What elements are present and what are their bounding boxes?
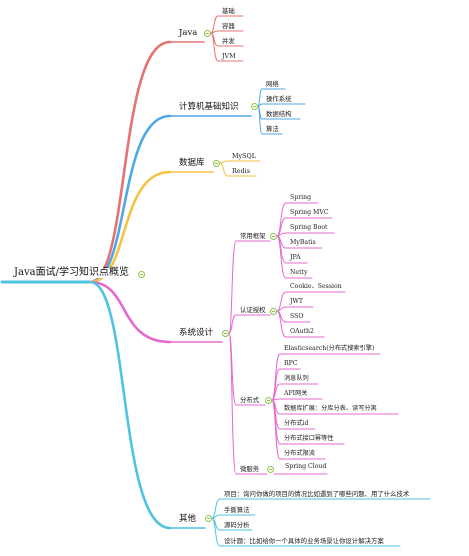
subbranch-auth[interactable]: 认证授权 (240, 306, 266, 314)
collapse-toggle-icon[interactable] (265, 397, 272, 404)
other-item[interactable]: 手撕算法 (224, 506, 250, 514)
trunk-db (88, 170, 172, 284)
collapse-toggle-icon[interactable] (270, 233, 277, 240)
other-item-link (211, 517, 221, 547)
java-item[interactable]: 基础 (222, 7, 235, 15)
other-item[interactable]: 设计题：比如给你一个具体的业务场景让你设计解决方案 (224, 537, 384, 545)
other-item[interactable]: 源码分析 (224, 521, 250, 529)
auth-link (276, 310, 287, 338)
java-item[interactable]: JVM (222, 52, 236, 60)
trunk-other (88, 280, 172, 530)
subbranch-distributed[interactable]: 分布式 (240, 396, 260, 404)
micro-item[interactable]: Spring Cloud (285, 463, 327, 470)
auth-item[interactable]: JWT (290, 298, 303, 305)
trunk-system (88, 280, 172, 344)
auth-item[interactable]: Cookie、Session (290, 283, 342, 290)
db-item[interactable]: Redis (232, 167, 251, 175)
distributed-item[interactable]: 数据库扩展：分库分表、读写分离 (284, 405, 377, 412)
framework-link (276, 235, 287, 279)
other-item[interactable]: 项目：询问你做的项目的情况比如遇到了哪些问题、用了什么技术 (224, 490, 410, 498)
collapse-toggle-icon[interactable] (138, 271, 145, 278)
branch-system-design[interactable]: 系统设计 (179, 328, 214, 338)
cs-item[interactable]: 数据结构 (266, 110, 292, 118)
distributed-item[interactable]: 分布式id (284, 420, 309, 427)
branch-java[interactable]: Java (179, 28, 198, 38)
framework-link (276, 202, 287, 237)
auth-item[interactable]: SSO (290, 313, 304, 320)
distributed-item[interactable]: Elasticsearch(分布式搜索引擎) (284, 345, 375, 352)
framework-item[interactable]: MyBatis (290, 239, 316, 246)
branch-database[interactable]: 数据库 (179, 158, 205, 168)
auth-item[interactable]: OAuth2 (290, 328, 314, 335)
cs-item[interactable]: 网络 (266, 80, 279, 88)
collapse-toggle-icon[interactable] (267, 466, 274, 473)
collapse-toggle-icon[interactable] (222, 330, 229, 337)
distributed-link (271, 399, 281, 460)
subbranch-frameworks[interactable]: 常用框架 (240, 232, 266, 240)
java-item[interactable]: 容器 (222, 22, 235, 30)
framework-item[interactable]: Spring Boot (290, 224, 328, 231)
cs-item-link (257, 88, 263, 107)
framework-item[interactable]: Netty (290, 269, 308, 276)
framework-item[interactable]: Spring MVC (290, 209, 329, 216)
distributed-item[interactable]: API网关 (284, 390, 308, 397)
system-sub-link (228, 332, 237, 475)
system-sub-link (228, 314, 237, 334)
java-item[interactable]: 并发 (222, 37, 235, 45)
auth-link (276, 306, 287, 312)
cs-item-link (257, 105, 263, 135)
root-node[interactable]: Java面试/学习知识点概览 (14, 267, 129, 278)
collapse-toggle-icon[interactable] (213, 160, 220, 167)
framework-item[interactable]: Spring (290, 194, 312, 201)
distributed-link (271, 353, 281, 401)
java-item-link (210, 15, 219, 34)
db-item-link (219, 162, 229, 177)
distributed-item[interactable]: 分布式限流 (284, 450, 315, 457)
distributed-item[interactable]: RPC (284, 360, 298, 367)
collapse-toggle-icon[interactable] (205, 515, 212, 522)
collapse-toggle-icon[interactable] (251, 103, 258, 110)
trunk-java (88, 40, 172, 284)
subbranch-microservices[interactable]: 微服务 (240, 465, 260, 473)
system-sub-link (228, 240, 237, 334)
collapse-toggle-icon[interactable] (270, 308, 277, 315)
distributed-item[interactable]: 分布式接口幂等性 (284, 435, 334, 442)
branch-cs[interactable]: 计算机基础知识 (179, 102, 239, 112)
db-item[interactable]: MySQL (232, 152, 257, 160)
db-item-link (219, 160, 229, 164)
branch-other[interactable]: 其他 (179, 514, 197, 524)
system-sub-link (228, 332, 237, 406)
collapse-toggle-icon[interactable] (204, 30, 211, 37)
java-item-link (210, 32, 219, 62)
distributed-item[interactable]: 消息队列 (284, 375, 309, 382)
framework-item[interactable]: JPA (290, 254, 301, 261)
cs-item[interactable]: 操作系统 (266, 95, 292, 103)
cs-item[interactable]: 算法 (266, 125, 279, 133)
